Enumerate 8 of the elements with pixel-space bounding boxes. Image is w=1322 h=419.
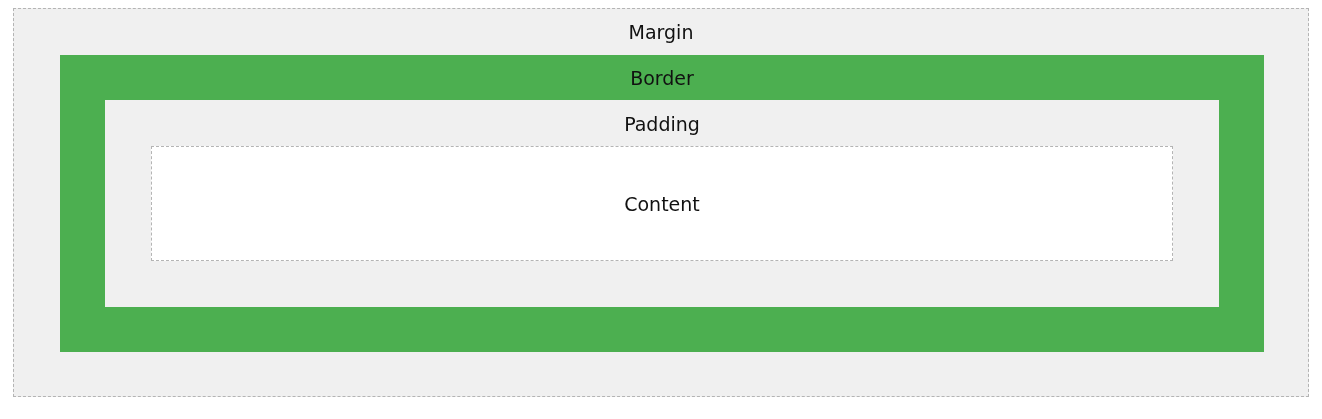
content-box xyxy=(151,146,1173,261)
area-label: Border xyxy=(630,66,694,90)
border-frame xyxy=(60,55,1264,352)
area-label: Padding xyxy=(624,112,700,136)
area-label: Content xyxy=(624,191,700,216)
area-label: Margin xyxy=(628,20,694,44)
margin-box xyxy=(13,8,1309,397)
padding-box xyxy=(105,100,1219,307)
